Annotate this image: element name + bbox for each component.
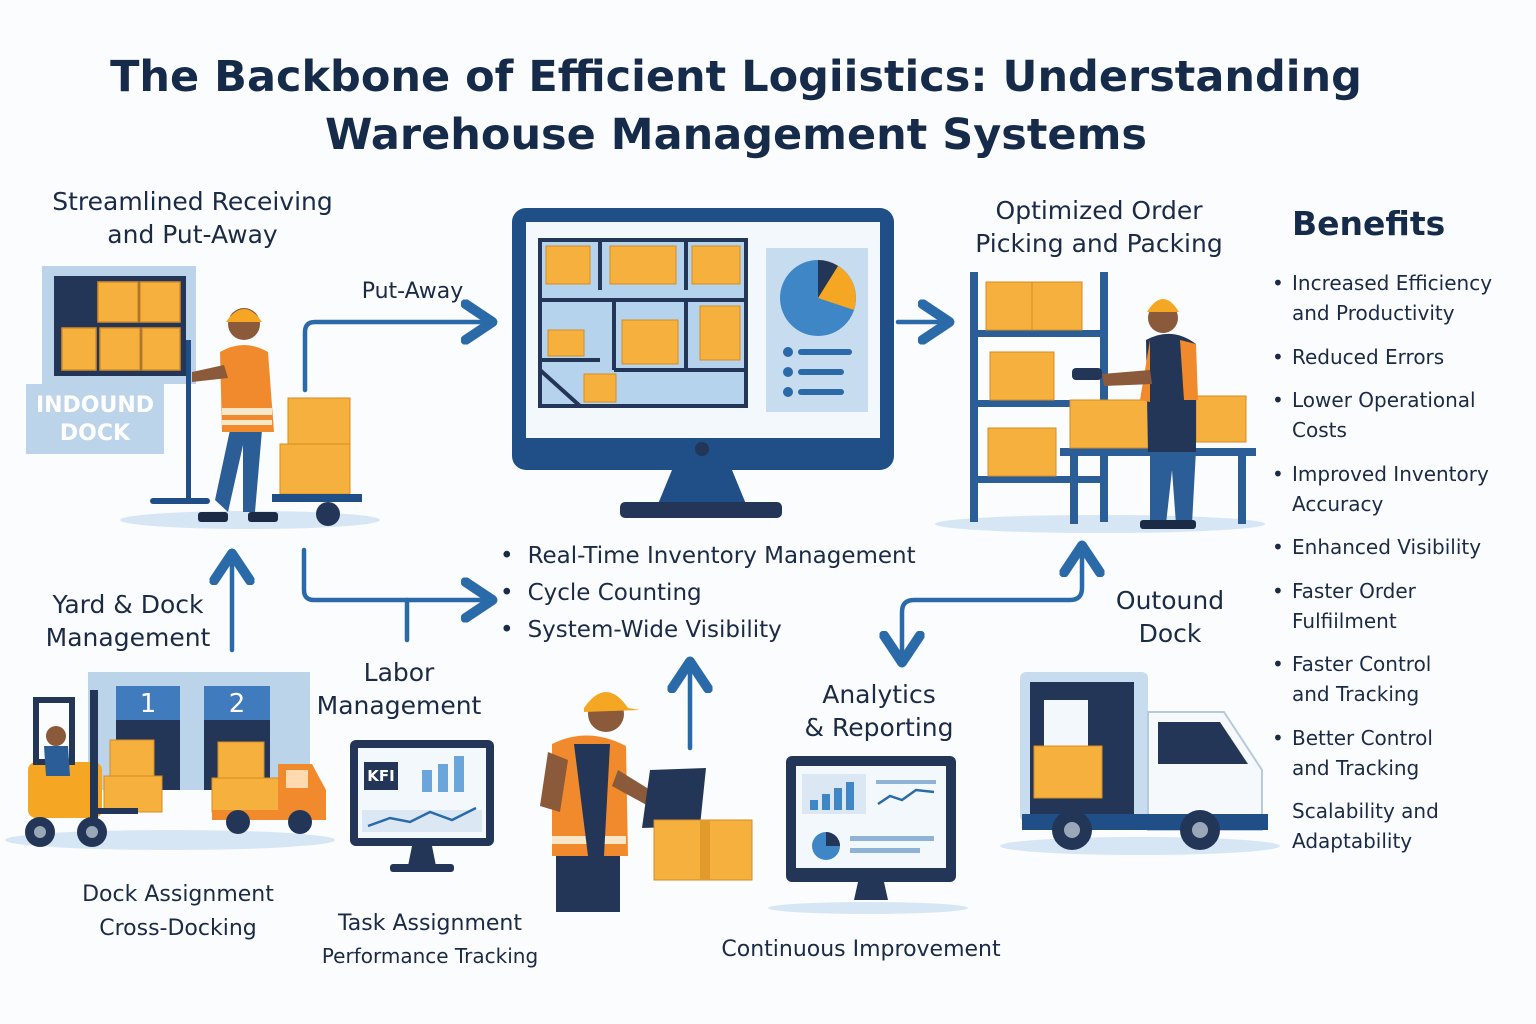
analytics-line-2: & Reporting (804, 713, 954, 742)
analytics-line-1: Analytics (822, 680, 936, 709)
core-feature-item: Real-Time Inventory Management (500, 538, 916, 575)
receiving-label-line-2: and Put-Away (107, 220, 278, 249)
benefit-item: Better Control and Tracking (1272, 723, 1532, 783)
benefit-line-1: Better Control (1292, 725, 1433, 750)
benefit-line-1: Increased Efficiency (1292, 271, 1493, 295)
inbound-dock-line-1: INDOUND (35, 393, 155, 418)
arrow-to-core-features (301, 547, 488, 600)
analytics-label: Analytics & Reporting (792, 678, 966, 744)
order-picking-label: Optimized Order Picking and Packing (965, 194, 1233, 260)
task-assignment-text: Task Assignment (337, 911, 522, 936)
outbound-truck-scene (1020, 672, 1268, 850)
dock-door-1-number: 1 (139, 689, 157, 719)
yard-dock-scene (25, 672, 326, 847)
benefit-line-2: and Tracking (1292, 755, 1420, 780)
order-picking-line-1: Optimized Order (995, 196, 1203, 225)
benefit-item: Reduced Errors (1272, 342, 1532, 372)
order-picking-scene (970, 272, 1256, 529)
benefit-line-2: Adaptability (1292, 829, 1413, 853)
labor-line-2: Management (316, 691, 482, 720)
benefit-line-2: Accuracy (1292, 491, 1384, 516)
performance-tracking-text: Performance Tracking (321, 944, 539, 968)
benefit-line-2: Fulfiilment (1292, 608, 1397, 633)
labor-label: Labor Management (300, 656, 498, 722)
yard-dock-line-2: Management (45, 623, 211, 652)
benefit-line-2: and Productivity (1292, 301, 1455, 325)
benefit-line-2: Costs (1292, 418, 1347, 442)
page-title: The Backbone of Efficient Logiistics: Un… (0, 48, 1472, 164)
labor-line-1: Labor (363, 658, 435, 687)
dock-assignment-text: Dock Assignment (82, 882, 274, 907)
outbound-line-2: Dock (1138, 619, 1202, 648)
benefit-line-2: and Tracking (1292, 682, 1420, 706)
benefit-item: Faster Control and Tracking (1272, 649, 1532, 709)
benefit-line-1: Enhanced Visibility (1292, 535, 1482, 559)
cross-docking-text: Cross-Docking (99, 916, 257, 941)
benefit-line-1: Scalability and (1292, 799, 1439, 823)
benefit-line-1: Improved Inventory (1292, 461, 1489, 486)
benefit-item: Increased Efficiency and Productivity (1272, 268, 1532, 328)
title-line-2: Warehouse Management Systems (325, 110, 1147, 160)
benefit-line-1: Lower Operational (1292, 388, 1476, 412)
arrow-receiving-to-monitor (302, 322, 488, 393)
benefits-list: Increased Efficiency and ProductivityRedu… (1272, 268, 1532, 870)
labor-sub-label: Task Assignment Performance Tracking (310, 908, 550, 972)
benefit-line-1: Faster Order (1292, 578, 1416, 603)
core-features-list: Real-Time Inventory Management Cycle Cou… (500, 538, 916, 649)
inbound-dock-sign-text: INDOUND DOCK (26, 392, 164, 448)
inbound-dock-line-2: DOCK (59, 421, 131, 446)
receiving-label: Streamlined Receiving and Put-Away (30, 185, 355, 251)
benefit-line-1: Reduced Errors (1292, 344, 1445, 369)
title-line-1: The Backbone of Efficient Logiistics: Un… (110, 52, 1362, 102)
core-feature-item: Cycle Counting (500, 575, 916, 612)
arrow-analytics-to-picking (902, 550, 1082, 658)
receiving-label-line-1: Streamlined Receiving (52, 187, 333, 216)
labor-monitor (350, 740, 494, 872)
outbound-dock-label: Outound Dock (1100, 584, 1240, 650)
analytics-monitor (786, 756, 956, 900)
receiving-scene (26, 266, 362, 526)
yard-dock-sub-label: Dock Assignment Cross-Docking (60, 878, 296, 946)
labor-screen-badge: KFI (367, 767, 395, 785)
inbound-dock-sign (26, 384, 164, 454)
order-picking-line-2: Picking and Packing (975, 229, 1223, 258)
benefit-item: Enhanced Visibility (1272, 532, 1532, 562)
yard-dock-label: Yard & Dock Management (30, 588, 226, 654)
dock-door-2-number: 2 (228, 689, 246, 719)
yard-dock-line-1: Yard & Dock (52, 590, 204, 619)
core-feature-item: System-Wide Visibility (500, 612, 916, 649)
worker-clipboard-scene (540, 692, 753, 912)
benefits-title: Benefits (1292, 204, 1446, 243)
central-monitor (512, 208, 894, 518)
continuous-improvement-label: Continuous Improvement (721, 937, 1001, 962)
benefit-line-1: Faster Control (1292, 652, 1432, 676)
outbound-line-1: Outound (1115, 586, 1225, 615)
put-away-label: Put-Away (361, 279, 464, 304)
